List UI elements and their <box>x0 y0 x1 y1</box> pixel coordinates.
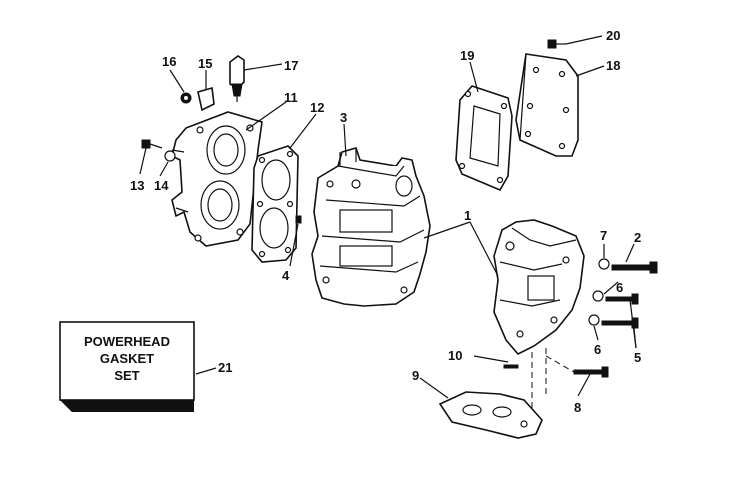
callout-9: 9 <box>412 368 419 383</box>
callout-6a: 6 <box>616 280 623 295</box>
cover-bolt <box>547 39 566 49</box>
callout-14: 14 <box>154 178 169 193</box>
callout-7: 7 <box>600 228 607 243</box>
exhaust-cover <box>515 53 579 157</box>
callout-labels: 1 2 3 4 5 6 6 7 8 9 10 11 12 13 14 15 16… <box>130 28 641 415</box>
gasket-set-box: POWERHEAD GASKET SET <box>59 321 195 412</box>
spark-plug <box>229 55 245 102</box>
callout-13: 13 <box>130 178 144 193</box>
intake-manifold <box>493 219 585 355</box>
thermostat-parts <box>180 86 215 112</box>
alignment-lines <box>531 348 575 410</box>
cylinder-head <box>171 111 263 247</box>
callout-11: 11 <box>284 90 298 105</box>
callout-17: 17 <box>284 58 298 73</box>
callout-18: 18 <box>606 58 620 73</box>
callout-10: 10 <box>448 348 462 363</box>
exhaust-cover-gasket <box>455 85 513 192</box>
kit-label-line3: SET <box>114 368 139 383</box>
callout-20: 20 <box>606 28 620 43</box>
cylinder-block <box>311 147 431 307</box>
callout-4: 4 <box>282 268 290 283</box>
callout-8: 8 <box>574 400 581 415</box>
callout-1: 1 <box>464 208 471 223</box>
leader-lines <box>139 35 637 399</box>
callout-15: 15 <box>198 56 212 71</box>
intake-gasket <box>438 391 543 439</box>
callout-2: 2 <box>634 230 641 245</box>
callout-6b: 6 <box>594 342 601 357</box>
callout-16: 16 <box>162 54 176 69</box>
head-gasket <box>251 145 299 263</box>
bypass-cover-hardware <box>503 258 658 378</box>
callout-12: 12 <box>310 100 324 115</box>
callout-5: 5 <box>634 350 641 365</box>
kit-label-line1: POWERHEAD <box>84 334 170 349</box>
callout-3: 3 <box>340 110 347 125</box>
callout-21: 21 <box>218 360 232 375</box>
dowel-pin <box>295 215 302 224</box>
callout-19: 19 <box>460 48 474 63</box>
kit-label-line2: GASKET <box>100 351 154 366</box>
head-bolt <box>141 139 176 162</box>
